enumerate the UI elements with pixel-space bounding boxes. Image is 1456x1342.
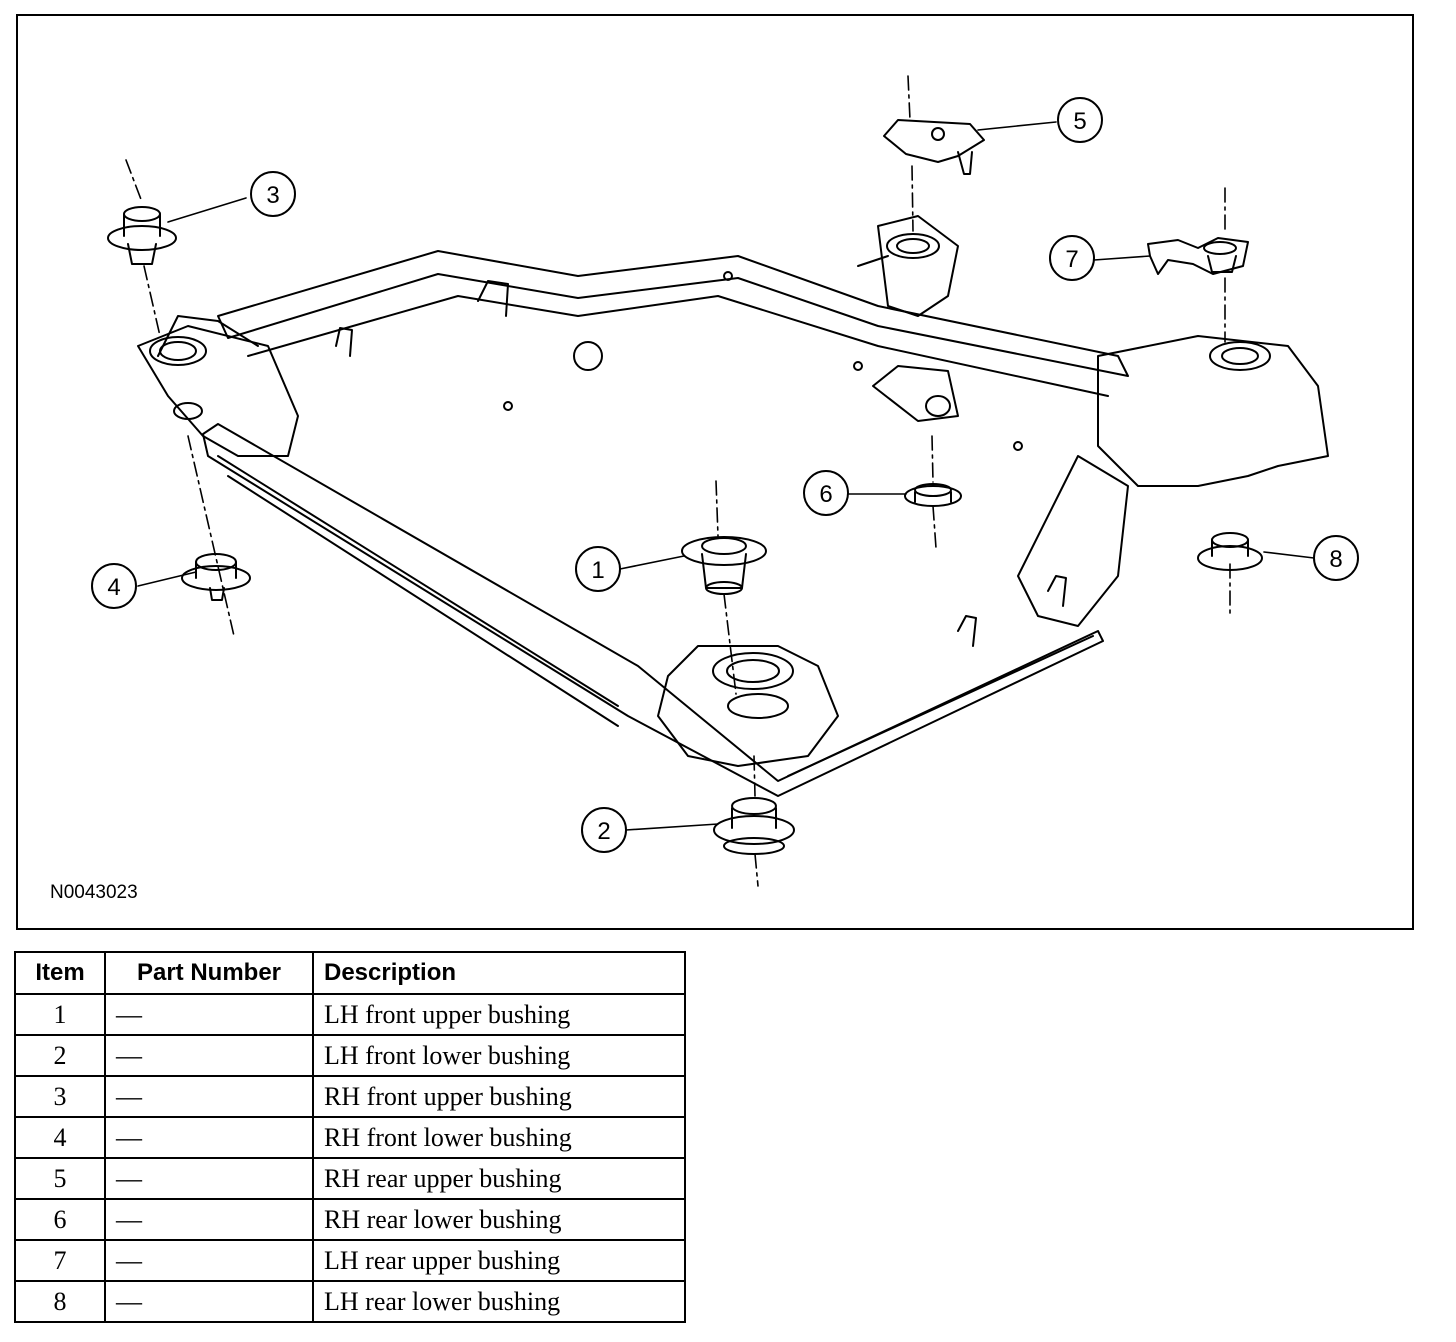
cell-part-number: — — [104, 1116, 314, 1159]
cell-part-number: — — [104, 1239, 314, 1282]
table-row: 7 — LH rear upper bushing — [14, 1239, 686, 1282]
cell-part-number: — — [104, 1075, 314, 1118]
bushing-2 — [713, 797, 795, 855]
table-row: 5 — RH rear upper bushing — [14, 1157, 686, 1200]
table-row: 2 — LH front lower bushing — [14, 1034, 686, 1077]
subframe — [137, 215, 1329, 797]
callout-5: 5 — [1057, 97, 1103, 143]
svg-text:5: 5 — [1073, 108, 1086, 135]
cell-item: 2 — [14, 1034, 106, 1077]
cell-part-number: — — [104, 1198, 314, 1241]
table-row: 1 — LH front upper bushing — [14, 993, 686, 1036]
callout-3: 3 — [250, 171, 296, 217]
bushing-7 — [1147, 237, 1249, 275]
cell-part-number: — — [104, 1157, 314, 1200]
callout-7: 7 — [1049, 235, 1095, 281]
cell-description: RH front lower bushing — [312, 1116, 686, 1159]
centerlines — [125, 75, 1231, 887]
header-part-number: Part Number — [104, 951, 314, 995]
cell-item: 7 — [14, 1239, 106, 1282]
bushing-5 — [883, 119, 985, 175]
svg-text:4: 4 — [107, 574, 120, 601]
cell-description: LH rear upper bushing — [312, 1239, 686, 1282]
diagram-frame: 1 2 3 4 5 6 7 — [16, 14, 1414, 930]
bushing-6 — [904, 483, 962, 507]
cell-description: RH rear upper bushing — [312, 1157, 686, 1200]
svg-text:2: 2 — [597, 818, 610, 845]
table-row: 4 — RH front lower bushing — [14, 1116, 686, 1159]
svg-text:7: 7 — [1065, 246, 1078, 273]
cell-part-number: — — [104, 1034, 314, 1077]
parts-table: Item Part Number Description 1 — LH fron… — [14, 951, 686, 1323]
cell-part-number: — — [104, 993, 314, 1036]
cell-item: 6 — [14, 1198, 106, 1241]
bushing-4 — [181, 553, 251, 601]
cell-item: 8 — [14, 1280, 106, 1323]
leader-lines — [137, 121, 1315, 831]
header-description: Description — [312, 951, 686, 995]
cell-description: LH front lower bushing — [312, 1034, 686, 1077]
callout-4: 4 — [91, 563, 137, 609]
svg-text:8: 8 — [1329, 546, 1342, 573]
subframe-illustration: 1 2 3 4 5 6 7 — [91, 75, 1359, 887]
table-row: 3 — RH front upper bushing — [14, 1075, 686, 1118]
svg-text:3: 3 — [266, 182, 279, 209]
bushing-3 — [107, 206, 177, 265]
cell-part-number: — — [104, 1280, 314, 1323]
callouts: 1 2 3 4 5 6 7 — [91, 97, 1359, 853]
cell-item: 1 — [14, 993, 106, 1036]
callout-1: 1 — [575, 546, 621, 592]
svg-text:6: 6 — [819, 481, 832, 508]
cell-item: 4 — [14, 1116, 106, 1159]
cell-item: 5 — [14, 1157, 106, 1200]
callout-2: 2 — [581, 807, 627, 853]
table-row: 6 — RH rear lower bushing — [14, 1198, 686, 1241]
callout-8: 8 — [1313, 535, 1359, 581]
bushing-1 — [681, 536, 767, 595]
cell-description: RH rear lower bushing — [312, 1198, 686, 1241]
table-header-row: Item Part Number Description — [14, 951, 686, 995]
cell-description: LH rear lower bushing — [312, 1280, 686, 1323]
cell-description: LH front upper bushing — [312, 993, 686, 1036]
header-item: Item — [14, 951, 106, 995]
callout-6: 6 — [803, 470, 849, 516]
cell-description: RH front upper bushing — [312, 1075, 686, 1118]
cell-item: 3 — [14, 1075, 106, 1118]
table-row: 8 — LH rear lower bushing — [14, 1280, 686, 1323]
svg-text:1: 1 — [591, 557, 604, 584]
figure-id: N0043023 — [50, 882, 138, 903]
